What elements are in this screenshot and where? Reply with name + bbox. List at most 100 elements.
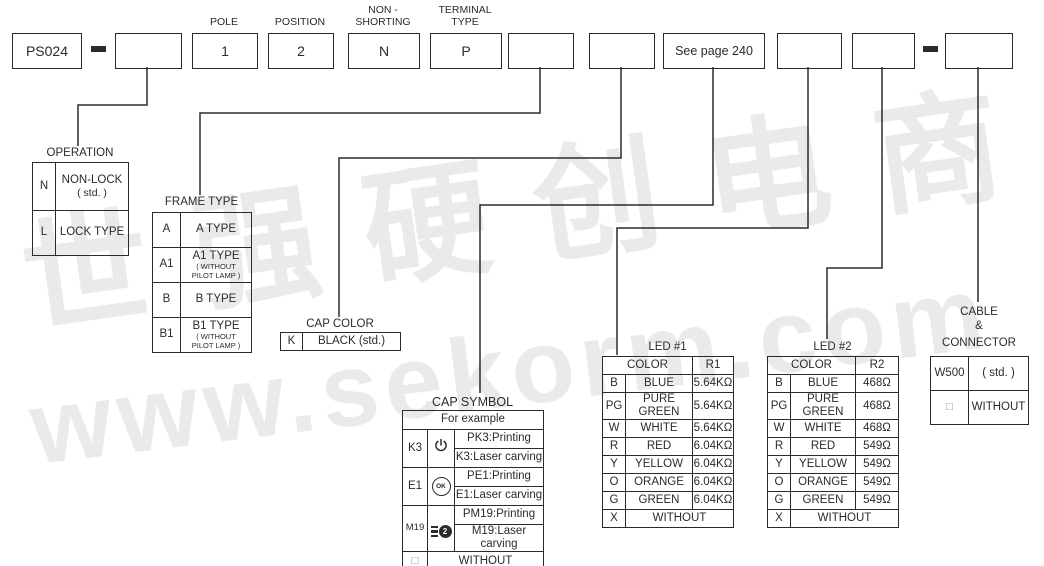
frame-code: A	[152, 212, 181, 248]
led-code: R	[602, 437, 626, 457]
checkbox-square: □	[402, 551, 428, 566]
cap-color-code: K	[280, 332, 303, 351]
led-color: YELLOW	[790, 455, 856, 475]
led-color: YELLOW	[625, 455, 693, 475]
connector-cap-color	[338, 67, 622, 317]
led-resistor: 468Ω	[855, 374, 899, 393]
operation-code: N	[32, 162, 56, 211]
cable-title-3: CONNECTOR	[942, 337, 1016, 349]
led-resistor: 549Ω	[855, 491, 899, 511]
connector-operation	[77, 67, 148, 146]
led-code: Y	[602, 455, 626, 475]
led-color: RED	[625, 437, 693, 457]
led1-color-header: COLOR	[602, 356, 693, 375]
led-without: WITHOUT	[625, 509, 734, 529]
position-box: 2	[268, 33, 334, 69]
frame-value: A1 TYPE	[192, 249, 240, 262]
frame-code: B1	[152, 317, 181, 353]
led-without: WITHOUT	[790, 509, 899, 529]
operation-table: N NON-LOCK ( std. ) L LOCK TYPE	[32, 162, 129, 256]
led-color: GREEN	[790, 491, 856, 511]
led-color: ORANGE	[625, 473, 693, 493]
frame-code: B	[152, 282, 181, 318]
frame-note: PILOT LAMP )	[191, 340, 241, 350]
cap-symbol-code: E1	[402, 467, 428, 506]
led-resistor: 549Ω	[855, 437, 899, 457]
frame-value: B1 TYPE	[192, 319, 240, 332]
led-color: PURE GREEN	[790, 391, 856, 421]
cable-value: ( std. )	[968, 356, 1029, 391]
led-code: G	[767, 491, 791, 511]
terminal-label-1: TERMINAL	[438, 4, 492, 16]
cap-symbol-table: For example K3 PK3:Printing K3:Laser car…	[402, 410, 544, 566]
led1-title: LED #1	[648, 341, 687, 353]
led-resistor: 5.64KΩ	[692, 391, 734, 421]
led-color: BLUE	[625, 374, 693, 393]
connector-cap-symbol	[479, 67, 714, 393]
led-code: R	[767, 437, 791, 457]
terminal-type-box: P	[430, 33, 502, 69]
cap-symbol-laser: K3:Laser carving	[454, 448, 544, 468]
frame-value: A TYPE	[180, 212, 252, 248]
led-color: PURE GREEN	[625, 391, 693, 421]
led-resistor: 468Ω	[855, 419, 899, 439]
led-resistor: 6.04KΩ	[692, 491, 734, 511]
cap-color-title: CAP COLOR	[306, 318, 374, 330]
non-shorting-label-1: NON -	[368, 4, 398, 16]
pole-box: 1	[192, 33, 258, 69]
non-shorting-box: N	[348, 33, 420, 69]
cap-symbol-code: M19	[402, 504, 428, 553]
led-resistor: 6.04KΩ	[692, 437, 734, 457]
led-resistor: 6.04KΩ	[692, 473, 734, 493]
non-shorting-label-2: SHORTING	[355, 16, 411, 28]
led-resistor: 5.64KΩ	[692, 419, 734, 439]
led-color: GREEN	[625, 491, 693, 511]
cap-color-table: K BLACK (std.)	[280, 332, 401, 351]
dash-separator-2	[923, 46, 938, 52]
cap-symbol-without: WITHOUT	[427, 551, 544, 566]
led-color: BLUE	[790, 374, 856, 393]
led-code: X	[767, 509, 791, 529]
led-code: W	[767, 419, 791, 439]
led-code: O	[767, 473, 791, 493]
operation-code: L	[32, 210, 56, 256]
power-icon	[433, 438, 449, 454]
cable-title-1: CABLE	[960, 306, 998, 318]
connector-led1	[616, 67, 809, 355]
connector-led2	[826, 67, 883, 339]
frame-type-box	[508, 33, 574, 69]
cap-symbol-printing: PE1:Printing	[454, 467, 544, 487]
prefix-box: PS024	[12, 33, 82, 69]
led-color: WHITE	[790, 419, 856, 439]
terminal-label-2: TYPE	[451, 16, 479, 28]
pole-label: POLE	[209, 16, 238, 28]
frame-note: PILOT LAMP )	[191, 270, 241, 280]
led-code: Y	[767, 455, 791, 475]
led2-r-header: R2	[855, 356, 899, 375]
connector-frame-type	[199, 67, 541, 195]
cap-symbol-code: K3	[402, 429, 428, 468]
cap-color-box	[589, 33, 655, 69]
position-label: POSITION	[274, 16, 326, 28]
led-resistor: 549Ω	[855, 455, 899, 475]
cap-symbol-printing: PK3:Printing	[454, 429, 544, 449]
operation-value: LOCK TYPE	[55, 210, 129, 256]
cap-symbol-laser: M19:Laser carving	[454, 523, 544, 553]
cable-table: W500 ( std. ) □ WITHOUT	[930, 356, 1029, 425]
led-code: G	[602, 491, 626, 511]
led-code: W	[602, 419, 626, 439]
ok-icon: OK	[431, 477, 451, 496]
cable-code: W500	[930, 356, 969, 391]
checkbox-square: □	[930, 390, 969, 425]
led2-color-header: COLOR	[767, 356, 856, 375]
led2-box	[852, 33, 915, 69]
cap-symbol-header: For example	[402, 410, 544, 430]
led-code: PG	[602, 391, 626, 421]
dash-separator	[91, 46, 106, 52]
cap-symbol-box: See page 240	[663, 33, 765, 69]
led1-r-header: R1	[692, 356, 734, 375]
